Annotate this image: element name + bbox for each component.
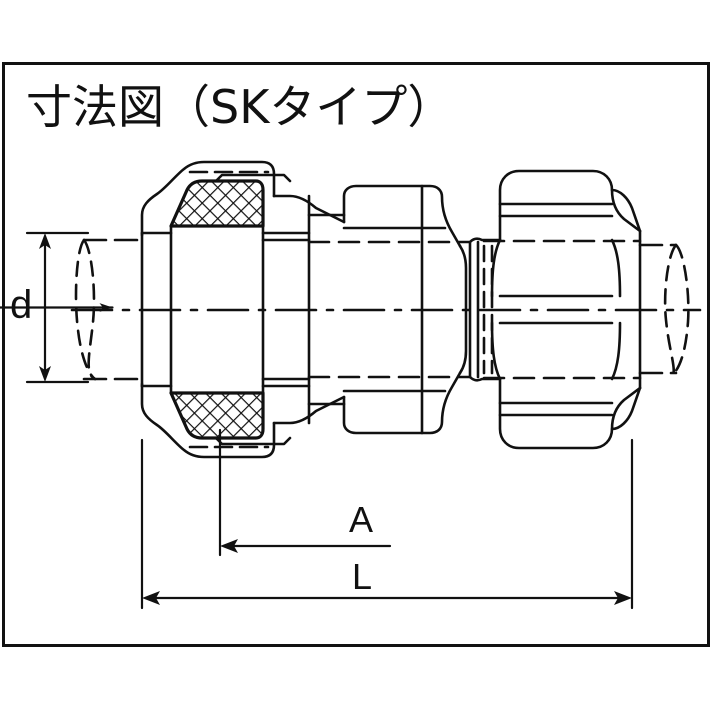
dimension-label-d: d (10, 283, 33, 327)
compression-collar (140, 160, 276, 459)
dimension-A (218, 428, 392, 557)
page-title: 寸法図（SKタイプ） (26, 80, 454, 134)
hex-body (342, 184, 468, 435)
dimension-label-a: A (349, 499, 374, 540)
dimension-d (0, 231, 114, 384)
gasket-ring-bottom (169, 391, 265, 440)
dimension-label-l: L (352, 556, 373, 597)
hidden-lines (307, 239, 642, 380)
dimension-L (140, 438, 634, 610)
tapered-neck (272, 194, 346, 425)
right-pipe (638, 243, 690, 376)
gasket-ring-top (169, 179, 265, 228)
